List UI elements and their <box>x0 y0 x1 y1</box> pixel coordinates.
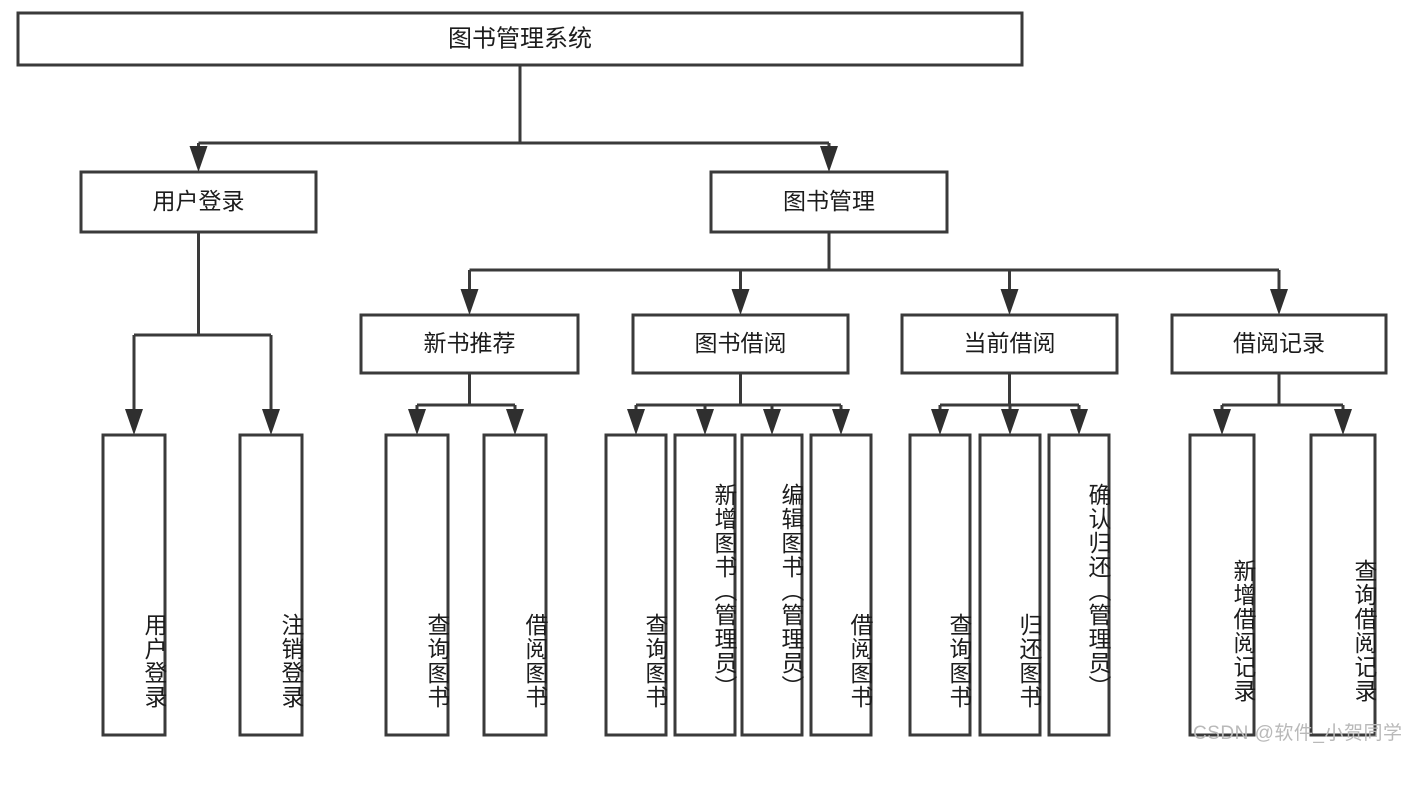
node-book-borrow[interactable]: 图书借阅 <box>631 313 850 375</box>
node-leaf-borrow-book-2-box[interactable] <box>809 433 873 737</box>
node-new-book-rec[interactable]: 新书推荐 <box>359 313 580 375</box>
node-book-borrow-label: 图书借阅 <box>695 330 787 356</box>
node-book-borrow-box[interactable] <box>631 313 850 375</box>
node-leaf-add-book-box[interactable] <box>673 433 737 737</box>
diagram-canvas: 图书管理系统用户登录图书管理新书推荐图书借阅当前借阅借阅记录 用户登录注销登录查… <box>16 11 1403 744</box>
node-current-borrow-box[interactable] <box>900 313 1119 375</box>
arrow-head-icon <box>1334 409 1352 435</box>
node-borrow-record[interactable]: 借阅记录 <box>1170 313 1388 375</box>
node-user-login[interactable]: 用户登录 <box>79 170 318 234</box>
arrow-head-icon <box>506 409 524 435</box>
node-user-login-label: 用户登录 <box>153 188 245 214</box>
arrow-head-icon <box>627 409 645 435</box>
node-borrow-record-label: 借阅记录 <box>1233 330 1325 356</box>
arrow-head-icon <box>1070 409 1088 435</box>
arrow-head-icon <box>1270 289 1288 315</box>
node-root-box[interactable] <box>16 11 1024 67</box>
node-leaf-query-book-3-box[interactable] <box>908 433 972 737</box>
node-leaf-query-record[interactable] <box>1309 433 1377 737</box>
arrow-head-icon <box>408 409 426 435</box>
node-book-manage[interactable]: 图书管理 <box>709 170 949 234</box>
node-root[interactable]: 图书管理系统 <box>16 11 1024 67</box>
arrow-head-icon <box>820 146 838 172</box>
node-leaf-query-book-2-box[interactable] <box>604 433 668 737</box>
node-book-manage-box[interactable] <box>709 170 949 234</box>
node-borrow-record-box[interactable] <box>1170 313 1388 375</box>
arrow-head-icon <box>460 289 479 315</box>
node-new-book-rec-label: 新书推荐 <box>424 330 516 356</box>
node-leaf-add-record[interactable] <box>1188 433 1256 737</box>
node-leaf-return-book[interactable] <box>978 433 1042 737</box>
arrow-head-icon <box>763 409 781 435</box>
node-leaf-add-record-box[interactable] <box>1188 433 1256 737</box>
arrow-head-icon <box>262 409 280 435</box>
node-leaf-return-book-box[interactable] <box>978 433 1042 737</box>
node-book-manage-label: 图书管理 <box>783 188 875 214</box>
arrow-head-icon <box>931 409 949 435</box>
node-leaf-borrow-book-2[interactable] <box>809 433 873 737</box>
connector-layer <box>125 65 1352 435</box>
arrow-head-icon <box>696 409 714 435</box>
node-leaf-add-book[interactable] <box>673 433 737 737</box>
node-leaf-edit-book[interactable] <box>740 433 804 737</box>
arrow-head-icon <box>832 409 850 435</box>
arrow-head-icon <box>1001 409 1019 435</box>
node-leaf-query-book-1-box[interactable] <box>384 433 450 737</box>
node-leaf-borrow-book-1-box[interactable] <box>482 433 548 737</box>
node-leaf-logout-box[interactable] <box>238 433 304 737</box>
node-leaf-user-login-box[interactable] <box>101 433 167 737</box>
arrow-head-icon <box>731 289 750 315</box>
arrow-head-icon <box>125 409 143 435</box>
node-current-borrow-label: 当前借阅 <box>964 330 1056 356</box>
watermark-text: CSDN @软件_小贺同学 <box>1193 723 1403 744</box>
arrow-head-icon <box>1213 409 1231 435</box>
node-leaf-logout[interactable] <box>238 433 304 737</box>
node-leaf-confirm-return[interactable] <box>1047 433 1111 737</box>
arrow-head-icon <box>1000 289 1019 315</box>
node-leaf-borrow-book-1[interactable] <box>482 433 548 737</box>
node-leaf-user-login[interactable] <box>101 433 167 737</box>
node-new-book-rec-box[interactable] <box>359 313 580 375</box>
node-root-label: 图书管理系统 <box>448 25 592 52</box>
node-user-login-box[interactable] <box>79 170 318 234</box>
arrow-head-icon <box>189 146 208 172</box>
node-leaf-query-book-1[interactable] <box>384 433 450 737</box>
node-current-borrow[interactable]: 当前借阅 <box>900 313 1119 375</box>
node-leaf-query-book-3[interactable] <box>908 433 972 737</box>
node-leaf-confirm-return-box[interactable] <box>1047 433 1111 737</box>
node-leaf-query-book-2[interactable] <box>604 433 668 737</box>
node-leaf-query-record-box[interactable] <box>1309 433 1377 737</box>
node-leaf-edit-book-box[interactable] <box>740 433 804 737</box>
